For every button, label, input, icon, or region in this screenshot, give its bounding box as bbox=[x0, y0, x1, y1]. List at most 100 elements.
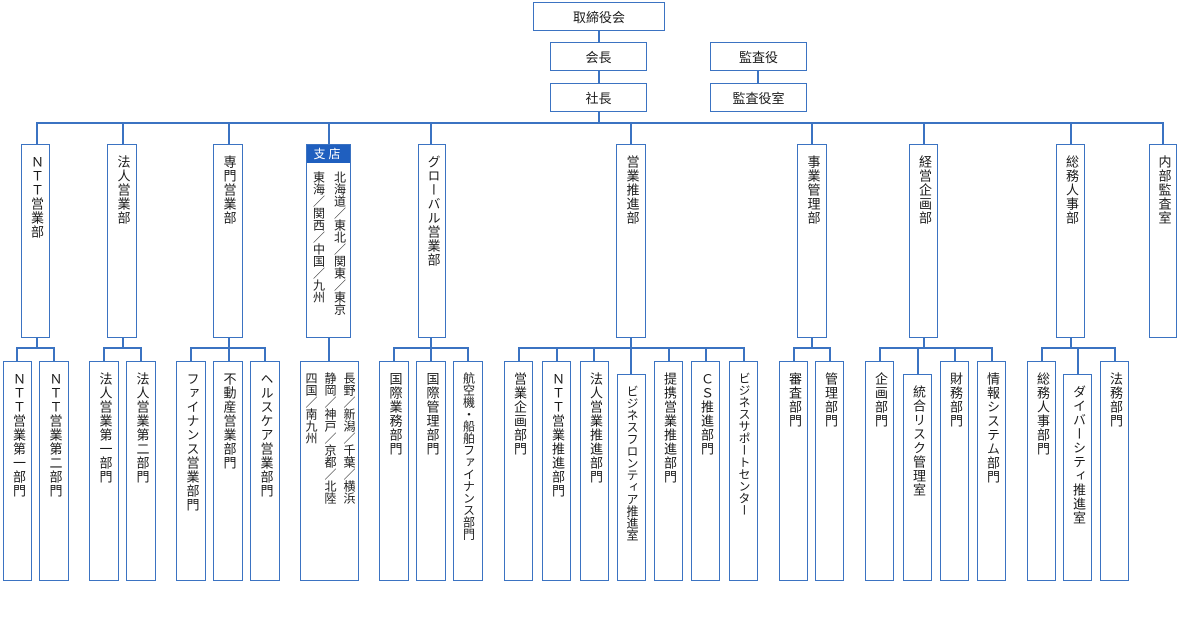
connector bbox=[1114, 347, 1116, 362]
dept-label: ＮＴＴ営業第二部門 bbox=[46, 372, 62, 498]
dept-label: 企画部門 bbox=[872, 372, 887, 428]
division-label: 経営企画部 bbox=[916, 155, 931, 225]
dept-ga-hr: 総務人事部門 bbox=[1027, 361, 1056, 581]
division-corp-planning: 経営企画部 bbox=[909, 144, 938, 338]
dept-diversity: ダイバーシティ推進室 bbox=[1063, 374, 1092, 581]
dept-intl-business: 国際業務部門 bbox=[379, 361, 409, 581]
connector bbox=[923, 122, 925, 144]
dept-it: 情報システム部門 bbox=[977, 361, 1006, 581]
division-internal-audit: 内部監査室 bbox=[1149, 144, 1177, 338]
connector bbox=[757, 70, 759, 84]
connector bbox=[879, 347, 992, 349]
chairman-box: 会長 bbox=[550, 42, 647, 71]
dept-cs-promo: ＣＳ推進部門 bbox=[691, 361, 720, 581]
dept-label: 法人営業第二部門 bbox=[133, 372, 149, 484]
dept-ntt1: ＮＴＴ営業第一部門 bbox=[3, 361, 32, 581]
connector bbox=[598, 30, 600, 42]
connector bbox=[556, 347, 558, 362]
connector bbox=[598, 70, 600, 84]
division-label: 法人営業部 bbox=[114, 155, 130, 225]
connector bbox=[36, 122, 1163, 124]
dept-ntt2: ＮＴＴ営業第二部門 bbox=[39, 361, 69, 581]
dept-label: 国際業務部門 bbox=[386, 372, 402, 456]
division-general-hr: 総務人事部 bbox=[1056, 144, 1085, 338]
chairman-label: 会長 bbox=[585, 51, 612, 66]
connector bbox=[1070, 337, 1072, 348]
dept-label: 情報システム部門 bbox=[984, 372, 999, 484]
dept-label: 法務部門 bbox=[1107, 372, 1122, 428]
dept-label: ＮＴＴ営業第一部門 bbox=[10, 372, 25, 498]
dept-label: 法人営業推進部門 bbox=[587, 372, 602, 484]
division-sales-promo: 営業推進部 bbox=[616, 144, 646, 338]
dept-aviation: 航空機・船舶ファイナンス部門 bbox=[453, 361, 483, 581]
audit-office-label: 監査役室 bbox=[732, 92, 785, 107]
dept-label: 審査部門 bbox=[786, 372, 801, 428]
connector bbox=[923, 337, 925, 348]
connector bbox=[793, 347, 830, 349]
dept-ntt-promo: ＮＴＴ営業推進部門 bbox=[542, 361, 571, 581]
dept-label: 不動産営業部門 bbox=[220, 372, 236, 470]
connector bbox=[53, 347, 55, 362]
division-label: 内部監査室 bbox=[1155, 155, 1171, 225]
dept-label: ヘルスケア営業部門 bbox=[257, 372, 273, 498]
branch-tag: 支店 bbox=[307, 145, 350, 163]
connector bbox=[793, 347, 795, 362]
connector bbox=[917, 347, 919, 375]
dept-biz-support: ビジネスサポートセンター bbox=[729, 361, 758, 581]
regional-branch-list: 長野／新潟／千葉／横浜 静岡／神戸／京都／北陸 四国／南九州 bbox=[301, 362, 358, 504]
connector bbox=[430, 337, 432, 348]
division-label: 営業推進部 bbox=[623, 155, 639, 225]
connector bbox=[16, 347, 18, 362]
dept-corp1: 法人営業第一部門 bbox=[89, 361, 119, 581]
dept-intl-mgmt: 国際管理部門 bbox=[416, 361, 446, 581]
connector bbox=[630, 347, 632, 375]
dept-alliance-promo: 提携営業推進部門 bbox=[654, 361, 683, 581]
division-label: 専門営業部 bbox=[220, 155, 236, 225]
dept-planning: 企画部門 bbox=[865, 361, 894, 581]
connector bbox=[190, 347, 192, 362]
connector bbox=[467, 347, 469, 362]
dept-label: ファイナンス営業部門 bbox=[183, 372, 199, 512]
division-branch: 支店 北海道／東北／関東／東京 東海／関西／中国／九州 bbox=[306, 144, 351, 338]
branch-names-2: 静岡／神戸／京都／北陸 bbox=[323, 372, 337, 504]
dept-regional-branches: 長野／新潟／千葉／横浜 静岡／神戸／京都／北陸 四国／南九州 bbox=[300, 361, 359, 581]
connector bbox=[430, 347, 432, 362]
dept-label: 航空機・船舶ファイナンス部門 bbox=[461, 372, 476, 540]
connector bbox=[16, 347, 53, 349]
branch-names-1: 長野／新潟／千葉／横浜 bbox=[342, 372, 356, 504]
connector bbox=[103, 347, 105, 362]
branch-list: 北海道／東北／関東／東京 東海／関西／中国／九州 bbox=[307, 163, 350, 315]
connector bbox=[811, 122, 813, 144]
dept-finance-dept: 財務部門 bbox=[940, 361, 969, 581]
connector bbox=[103, 347, 141, 349]
division-ntt-sales: ＮＴＴ営業部 bbox=[21, 144, 50, 338]
dept-corp-promo: 法人営業推進部門 bbox=[580, 361, 609, 581]
dept-realestate: 不動産営業部門 bbox=[213, 361, 243, 581]
dept-sales-planning: 営業企画部門 bbox=[504, 361, 533, 581]
division-global-sales: グローバル営業部 bbox=[418, 144, 446, 338]
connector bbox=[393, 347, 395, 362]
dept-risk-mgmt: 統合リスク管理室 bbox=[903, 374, 932, 581]
connector bbox=[954, 347, 956, 362]
dept-mgmt: 管理部門 bbox=[815, 361, 844, 581]
connector bbox=[140, 347, 142, 362]
dept-legal: 法務部門 bbox=[1100, 361, 1129, 581]
connector bbox=[328, 337, 330, 362]
dept-healthcare: ヘルスケア営業部門 bbox=[250, 361, 280, 581]
connector bbox=[430, 122, 432, 144]
dept-biz-frontier: ビジネスフロンティア推進室 bbox=[617, 374, 646, 581]
division-label: 総務人事部 bbox=[1063, 155, 1078, 225]
division-label: ＮＴＴ営業部 bbox=[28, 155, 43, 239]
dept-label: 営業企画部門 bbox=[511, 372, 526, 456]
connector bbox=[228, 337, 230, 348]
audit-office-box: 監査役室 bbox=[710, 83, 807, 112]
division-corp-sales: 法人営業部 bbox=[107, 144, 137, 338]
dept-finance: ファイナンス営業部門 bbox=[176, 361, 206, 581]
connector bbox=[1077, 347, 1079, 375]
auditor-label: 監査役 bbox=[738, 51, 778, 66]
connector bbox=[879, 347, 881, 362]
connector bbox=[593, 347, 595, 362]
connector bbox=[122, 122, 124, 144]
dept-label: ＣＳ推進部門 bbox=[698, 372, 713, 456]
